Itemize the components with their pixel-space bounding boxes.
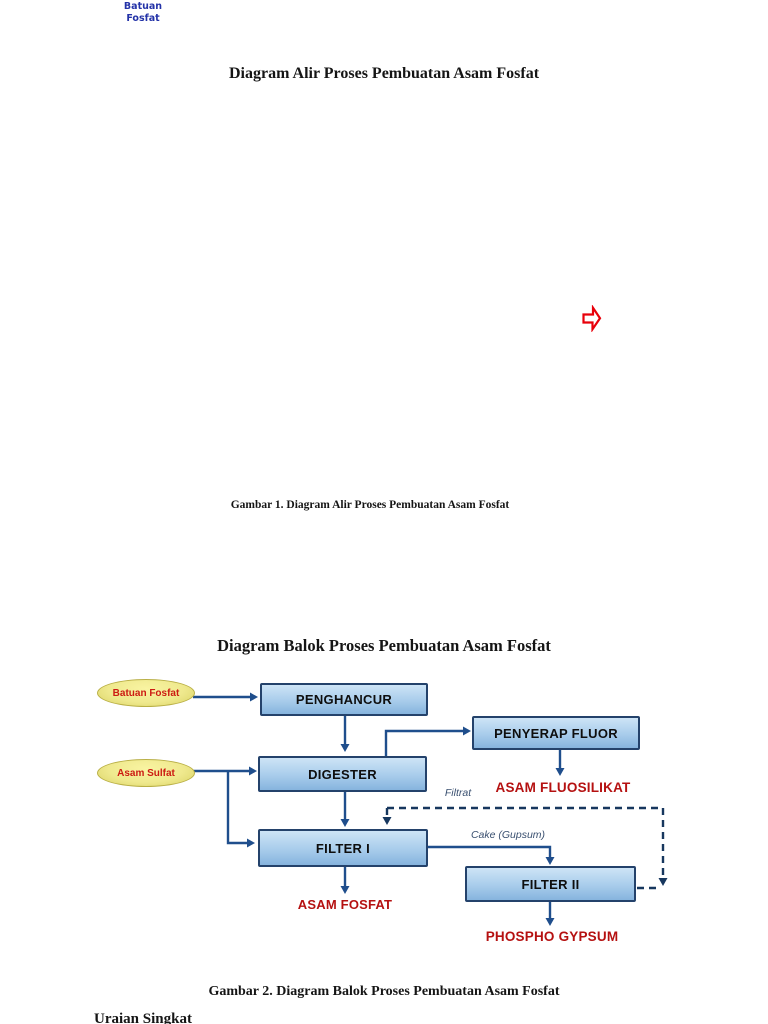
input-node-batuan-fosfat: Batuan Fosfat [97, 679, 195, 707]
corner-label-line2: Fosfat [126, 13, 160, 24]
figure1-title: Diagram Alir Proses Pembuatan Asam Fosfa… [228, 65, 540, 82]
process-box-label: FILTER II [521, 876, 580, 892]
process-box-filter-2: FILTER II [465, 866, 636, 902]
product-label-asam-fluosilikat: ASAM FLUOSILIKAT [495, 780, 631, 795]
process-box-label: FILTER I [315, 840, 371, 856]
product-label-phospho-gypsum: PHOSPHO GYPSUM [485, 929, 619, 944]
process-box-label: PENYERAP FLUOR [494, 725, 618, 741]
process-box-label: DIGESTER [308, 766, 377, 782]
red-right-arrow-icon [581, 304, 602, 333]
figure2-caption: Gambar 2. Diagram Balok Proses Pembuatan… [208, 984, 560, 999]
process-box-penghancur: PENGHANCUR [260, 683, 428, 716]
process-box-digester: DIGESTER [258, 756, 427, 792]
figure1-caption: Gambar 1. Diagram Alir Proses Pembuatan … [230, 499, 510, 511]
process-box-label: PENGHANCUR [295, 692, 393, 707]
product-label-asam-fosfat: ASAM FOSFAT [297, 897, 393, 912]
section-heading-uraian-singkat: Uraian Singkat [94, 1011, 192, 1024]
input-node-asam-sulfat: Asam Sulfat [97, 759, 195, 787]
input-label: Asam Sulfat [117, 767, 175, 779]
process-box-filter-1: FILTER I [258, 829, 428, 867]
input-label: Batuan Fosfat [112, 687, 180, 699]
process-box-penyerap-fluor: PENYERAP FLUOR [472, 716, 640, 750]
figure2-title: Diagram Balok Proses Pembuatan Asam Fosf… [217, 636, 551, 655]
stream-label-filtrat: Filtrat [444, 787, 472, 799]
stream-label-cake-gypsum: Cake (Gupsum) [470, 829, 546, 841]
corner-label-line1: Batuan [123, 1, 163, 12]
figure1-node-batuan-fosfat: Batuan Fosfat [117, 1, 169, 25]
